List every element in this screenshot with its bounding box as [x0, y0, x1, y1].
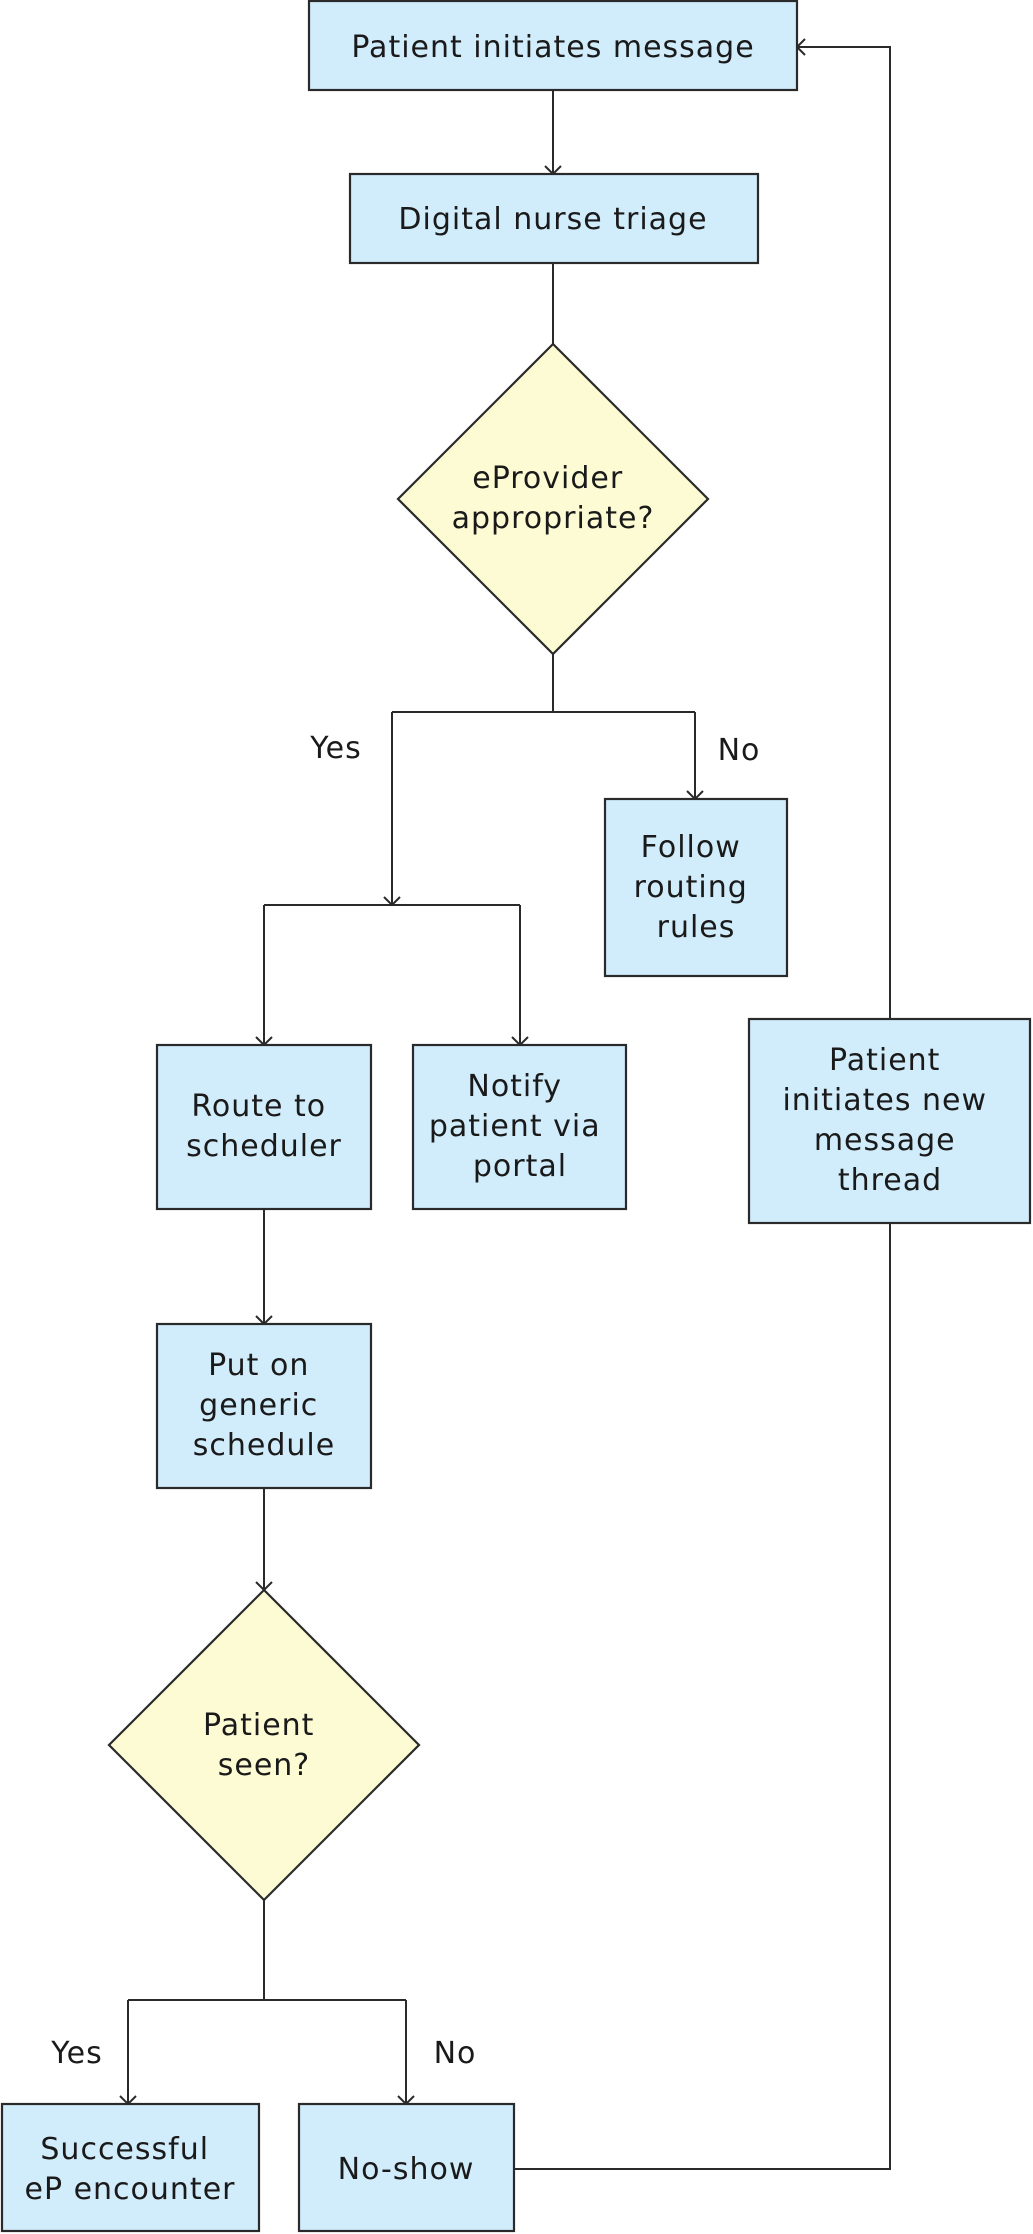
node-label: Patient initiates new message thread	[782, 1043, 997, 1198]
edge-label-no: No	[718, 733, 761, 768]
node-notify-patient-via-portal: Notify patient via portal	[411, 1043, 628, 1211]
edge-label-yes: Yes	[309, 731, 361, 766]
decision-eprovider-appropriate: eProvider appropriate?	[396, 342, 710, 656]
node-successful-ep-encounter: Successful eP encounter	[0, 2102, 261, 2233]
node-digital-nurse-triage: Digital nurse triage	[348, 172, 760, 265]
node-label: No-show	[338, 2152, 475, 2187]
edge-newthread-to-message	[797, 46, 891, 1019]
node-label: eProvider appropriate?	[452, 461, 655, 536]
node-follow-routing-rules: Follow routing rules	[603, 797, 789, 978]
node-label: Follow routing rules	[634, 830, 759, 945]
edge-seen-branch	[127, 1900, 407, 2104]
node-label: Notify patient via portal	[429, 1069, 611, 1184]
node-label: Put on generic schedule	[193, 1348, 335, 1463]
node-put-on-generic-schedule: Put on generic schedule	[155, 1322, 373, 1490]
edge-decision-branch	[392, 654, 695, 713]
node-label: Digital nurse triage	[398, 202, 707, 237]
edge-label-no: No	[434, 2036, 477, 2071]
node-no-show: No-show	[297, 2102, 516, 2233]
node-patient-initiates-message: Patient initiates message	[307, 0, 799, 92]
decision-patient-seen: Patient seen?	[107, 1588, 421, 1902]
edge-label-yes: Yes	[50, 2036, 102, 2071]
node-patient-initiates-new-thread: Patient initiates new message thread	[747, 1017, 1032, 1225]
node-route-to-scheduler: Route to scheduler	[155, 1043, 373, 1211]
node-label: Route to scheduler	[186, 1089, 342, 1164]
edge-noshow-to-newthread	[514, 1223, 891, 2170]
node-label: Patient initiates message	[351, 30, 754, 65]
edge-split	[263, 904, 521, 1045]
node-label: Successful eP encounter	[25, 2132, 236, 2207]
node-label: Patient seen?	[203, 1708, 325, 1783]
